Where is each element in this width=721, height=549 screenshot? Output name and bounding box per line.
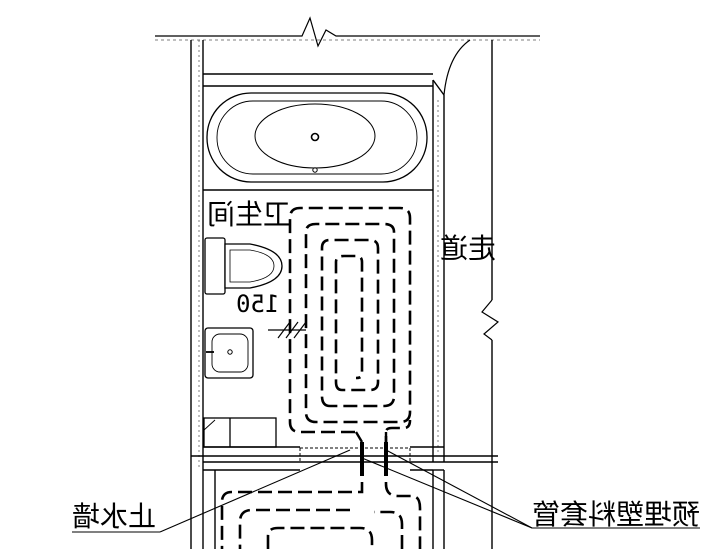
dimension-label-150: 150 — [236, 290, 279, 318]
wall-hatch-lines — [198, 40, 439, 470]
room-label-bathroom: 卫生间 — [207, 198, 291, 231]
heating-coil-upper — [288, 206, 412, 450]
corridor-break-mark — [481, 299, 500, 341]
room-label-corridor: 走道 — [440, 232, 496, 265]
bathtub — [206, 92, 428, 183]
washbasin — [204, 327, 254, 379]
shower-floor-drain — [203, 417, 277, 448]
heating-coil-lower — [220, 462, 422, 549]
top-break-line — [155, 16, 540, 48]
toilet — [204, 237, 283, 295]
water-stop-dam — [299, 447, 411, 463]
leader-lines — [72, 449, 700, 533]
label-embedded-plastic-sleeve: 预埋塑料套管 — [532, 498, 700, 531]
dimension-150-marker — [268, 321, 307, 339]
pipe-risers — [354, 431, 388, 443]
label-water-stop-dam: 止水墙 — [72, 500, 156, 533]
